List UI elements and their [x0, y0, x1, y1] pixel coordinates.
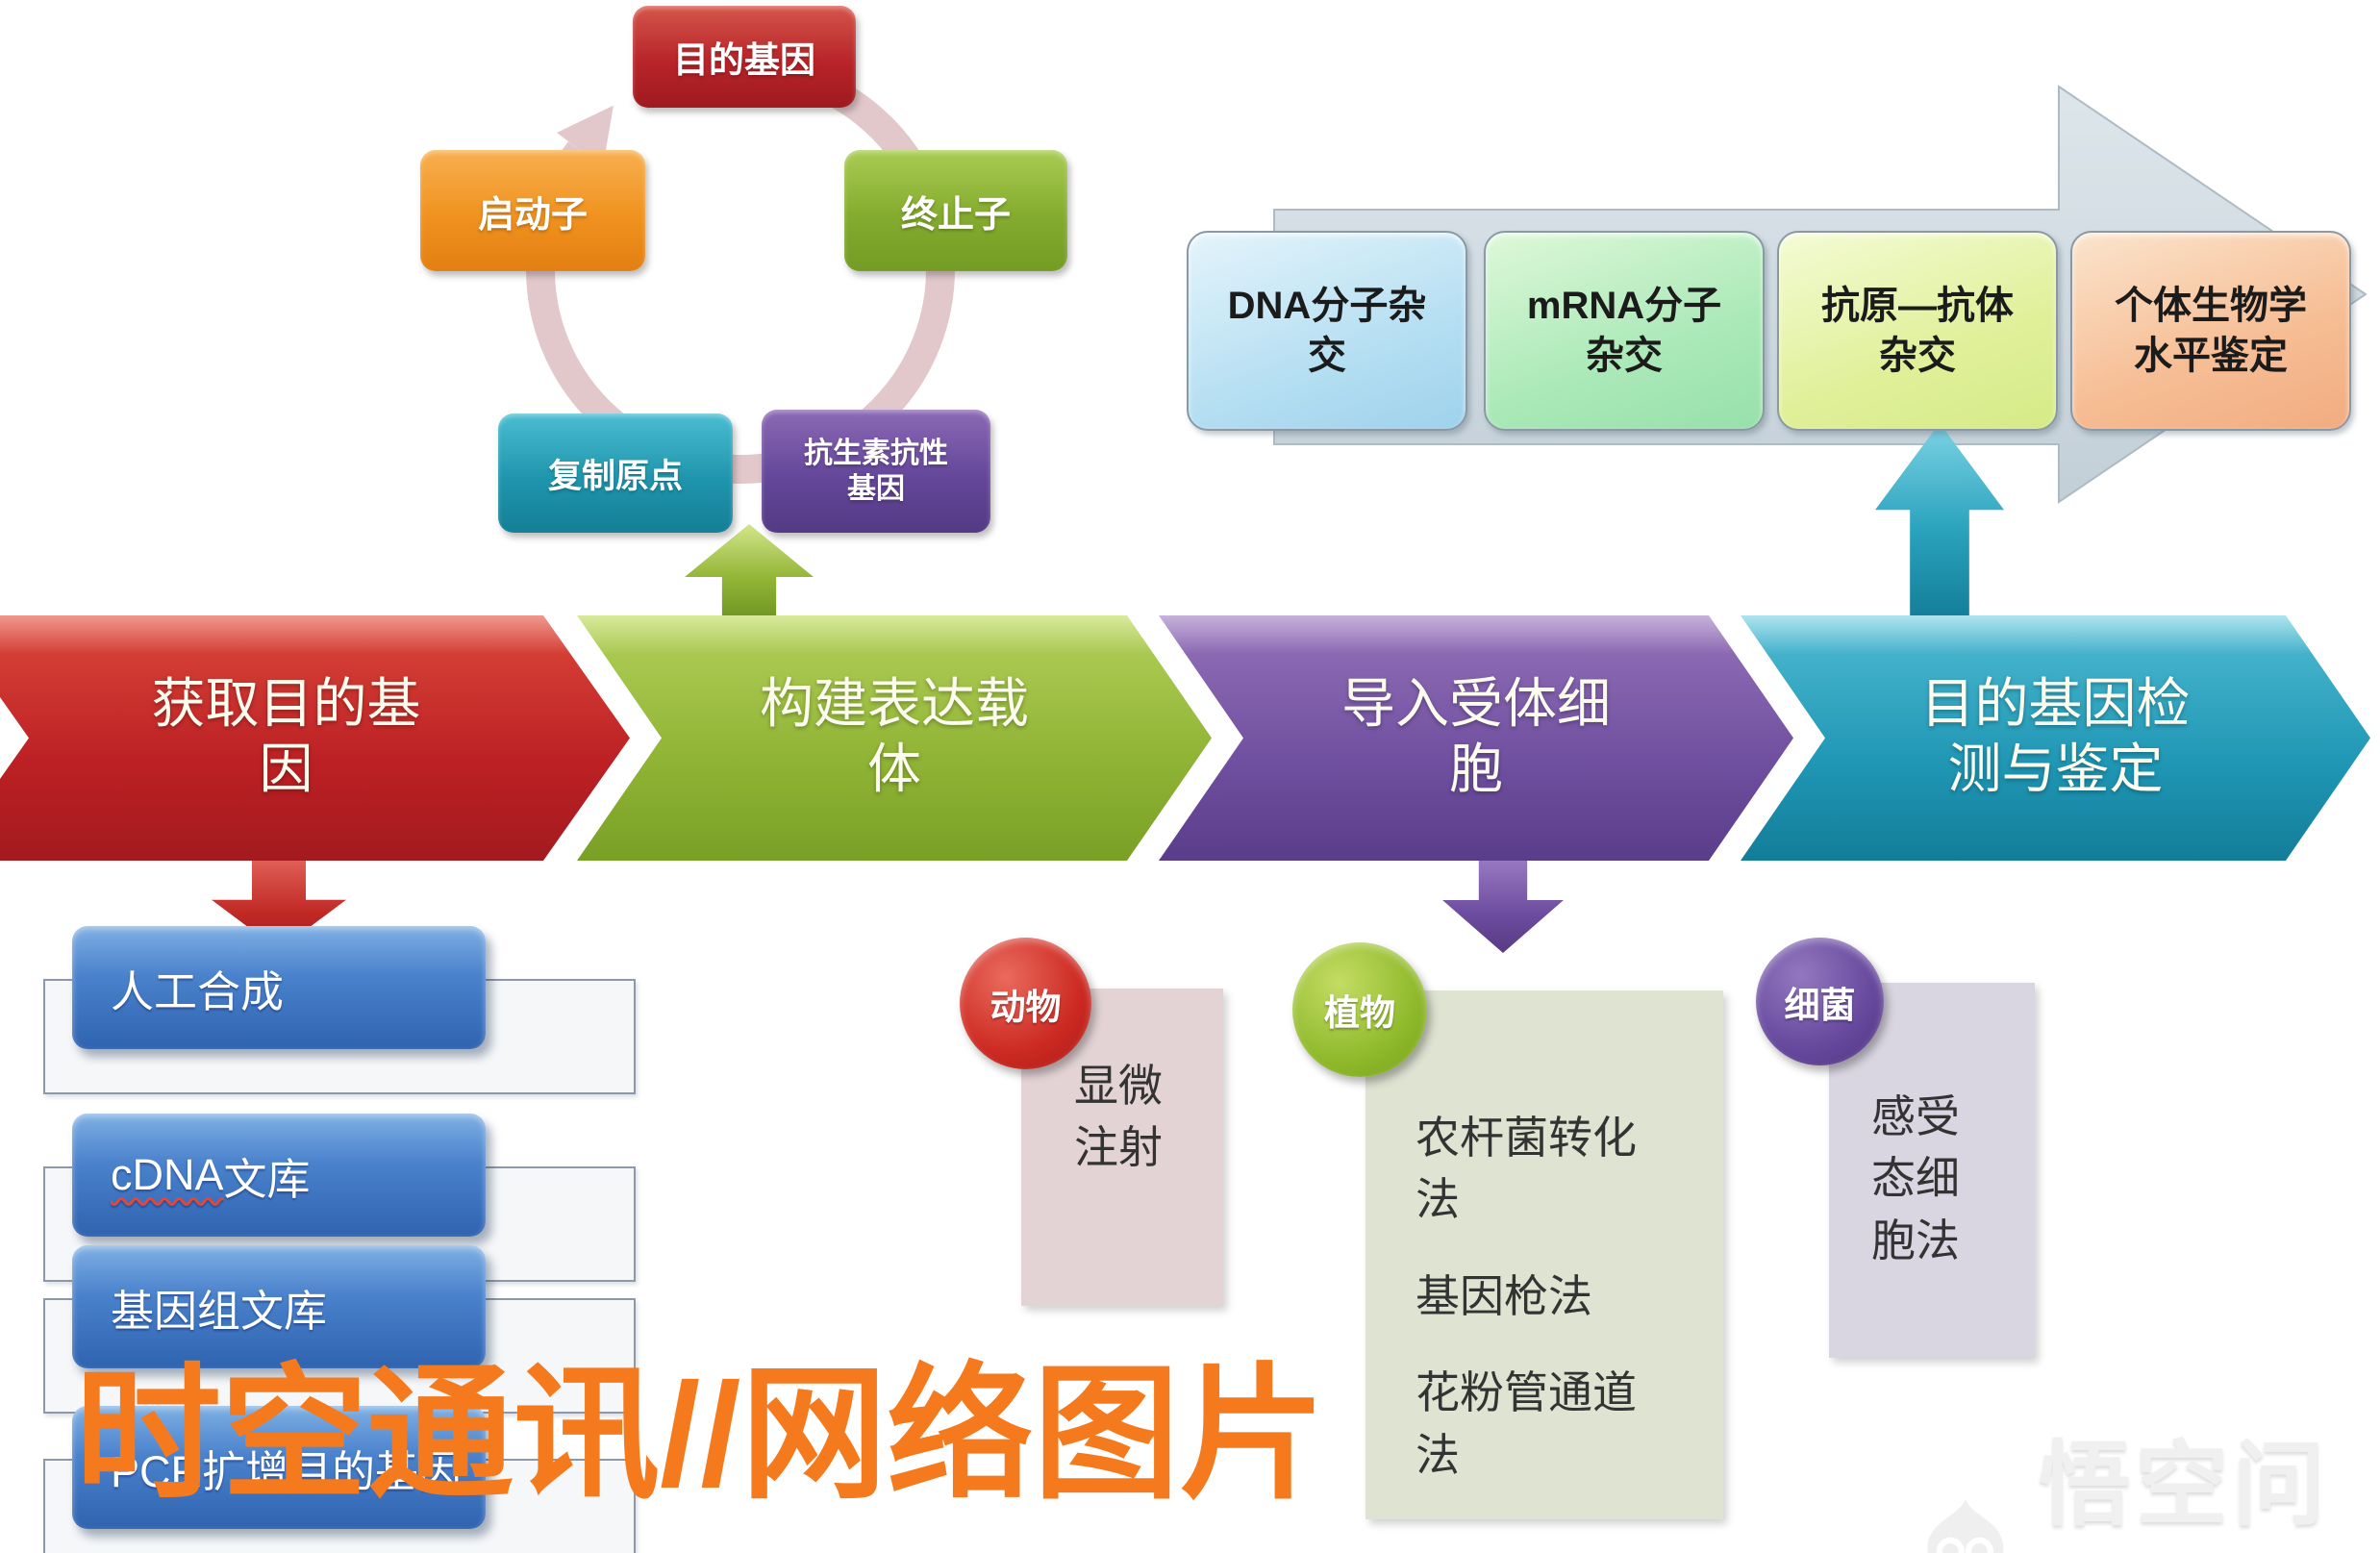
step-label: 构建表达载体	[760, 675, 1029, 800]
gene-source-genomic-library: 基因组文库	[72, 1245, 486, 1368]
detection-box-label: DNA分子杂交	[1227, 285, 1427, 377]
cycle-node-promoter: 启动子	[420, 150, 645, 271]
detection-box-label: 个体生物学水平鉴定	[2115, 285, 2307, 377]
method-label: 花粉管通道法	[1415, 1368, 1637, 1480]
step-chevron-introduce-into-host-cell: 导入受体细胞	[1159, 615, 1793, 861]
detection-box-individual-level: 个体生物学水平鉴定	[2070, 231, 2351, 431]
step-chevron-detect-and-identify: 目的基因检测与鉴定	[1741, 615, 2370, 861]
detection-box-label: mRNA分子杂交	[1526, 285, 1722, 377]
method-label: 感受态细胞法	[1871, 1092, 1960, 1265]
method-label: 农杆菌转化法	[1415, 1114, 1637, 1225]
detection-box-mrna-hybridization: mRNA分子杂交	[1484, 231, 1765, 431]
detection-box-label: 抗原—抗体杂交	[1821, 285, 2014, 377]
category-label: 植物	[1324, 993, 1395, 1033]
cycle-node-terminator: 终止子	[844, 150, 1067, 271]
gene-source-artificial-synthesis: 人工合成	[72, 926, 486, 1049]
cycle-node-replication-origin: 复制原点	[498, 413, 733, 533]
detection-box-dna-hybridization: DNA分子杂交	[1187, 231, 1467, 431]
gene-source-label: 文库	[223, 1154, 311, 1204]
cycle-node-label: 启动子	[477, 194, 588, 236]
step-chevron-obtain-target-gene: 获取目的基因	[0, 615, 630, 861]
step-chevron-build-expression-vector: 构建表达载体	[577, 615, 1212, 861]
category-label: 动物	[990, 987, 1062, 1027]
step-label: 导入受体细胞	[1341, 675, 1611, 800]
cycle-node-label: 复制原点	[547, 457, 683, 495]
category-badge-bacteria: 细菌	[1756, 938, 1884, 1065]
method-box-plant: 农杆菌转化法 基因枪法 花粉管通道法	[1365, 990, 1723, 1519]
cycle-node-antibiotic-resistance-gene: 抗生素抗性基因	[762, 410, 990, 533]
gene-source-label-underlined: cDNA	[111, 1150, 224, 1199]
cycle-node-label: 目的基因	[673, 40, 815, 80]
platform-watermark-text: 悟空问答	[2038, 1434, 2330, 1537]
credit-watermark: 时空通讯//网络图片	[75, 1353, 1326, 1516]
step-label: 目的基因检测与鉴定	[1920, 675, 2191, 800]
detection-box-antigen-antibody: 抗原—抗体杂交	[1777, 231, 2058, 431]
gene-source-label: PCR扩增目的基因	[111, 1446, 463, 1496]
method-label: 基因枪法	[1415, 1271, 1592, 1321]
wukong-monkey-icon	[1927, 1499, 2004, 1553]
cycle-node-label: 抗生素抗性基因	[804, 437, 948, 506]
gene-source-label: 人工合成	[111, 966, 285, 1016]
gene-source-pcr-amplification: PCR扩增目的基因	[72, 1406, 486, 1529]
category-label: 细菌	[1784, 985, 1856, 1025]
method-label: 显微注射	[1074, 1062, 1163, 1173]
gene-source-label: 基因组文库	[111, 1286, 328, 1336]
category-badge-animal: 动物	[960, 938, 1091, 1069]
cycle-node-label: 终止子	[900, 194, 1011, 236]
step-label: 获取目的基因	[151, 675, 421, 800]
platform-watermark: 悟空问答	[1916, 1410, 2380, 1553]
cycle-node-target-gene: 目的基因	[633, 6, 856, 108]
category-badge-plant: 植物	[1292, 942, 1427, 1077]
down-arrow-icon-to-host-methods	[1442, 857, 1564, 953]
